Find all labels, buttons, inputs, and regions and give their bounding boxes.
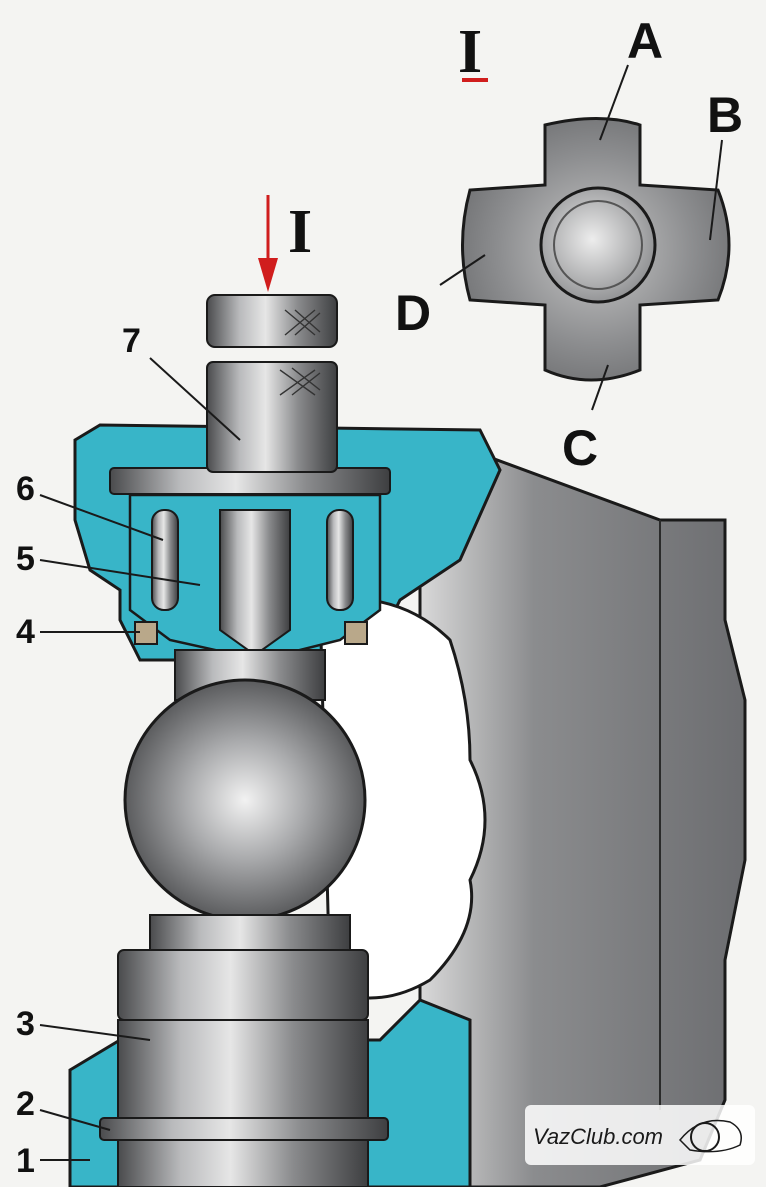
watermark-text: VazClub.com (533, 1124, 663, 1149)
knurl-2 (279, 367, 321, 396)
leader-6 (39, 494, 164, 541)
ball-stud (123, 678, 367, 922)
ball-socket-opening (318, 596, 487, 1000)
knurl-1 (284, 309, 321, 336)
lower-collar (117, 949, 369, 1021)
callout-7: 7 (122, 322, 141, 360)
lower-pin (117, 1019, 369, 1187)
leader-5 (39, 559, 201, 586)
seal-right (344, 621, 368, 645)
pin-top-cap (206, 294, 338, 348)
leader-7 (149, 357, 241, 441)
cross-boss-inner (553, 200, 643, 290)
needle-right (326, 509, 354, 611)
watermark-car-icon (678, 1119, 742, 1153)
load-arrow-head (258, 258, 278, 292)
leader-c (591, 364, 609, 411)
callout-4: 4 (16, 613, 35, 651)
label-a: A (627, 13, 663, 69)
leader-2 (39, 1109, 111, 1131)
callout-5: 5 (16, 540, 35, 578)
cross-boss-outer (539, 186, 657, 304)
callout-3: 3 (16, 1005, 35, 1043)
callout-1: 1 (16, 1142, 35, 1180)
label-b: B (707, 87, 743, 143)
needle-left (151, 509, 179, 611)
label-d: D (395, 285, 431, 341)
leader-d (439, 254, 486, 286)
view-marker: I (458, 18, 482, 86)
pin-stem (206, 361, 338, 473)
lower-ring (99, 1117, 389, 1141)
callout-2: 2 (16, 1085, 35, 1123)
lower-neck (149, 914, 351, 956)
leader-b (709, 139, 723, 241)
callout-6: 6 (16, 470, 35, 508)
pin-body (219, 509, 291, 657)
arrow-label: I (288, 198, 312, 266)
label-c: C (562, 420, 598, 476)
leader-3 (39, 1024, 151, 1041)
leader-a (599, 64, 629, 141)
watermark-box (525, 1105, 755, 1165)
